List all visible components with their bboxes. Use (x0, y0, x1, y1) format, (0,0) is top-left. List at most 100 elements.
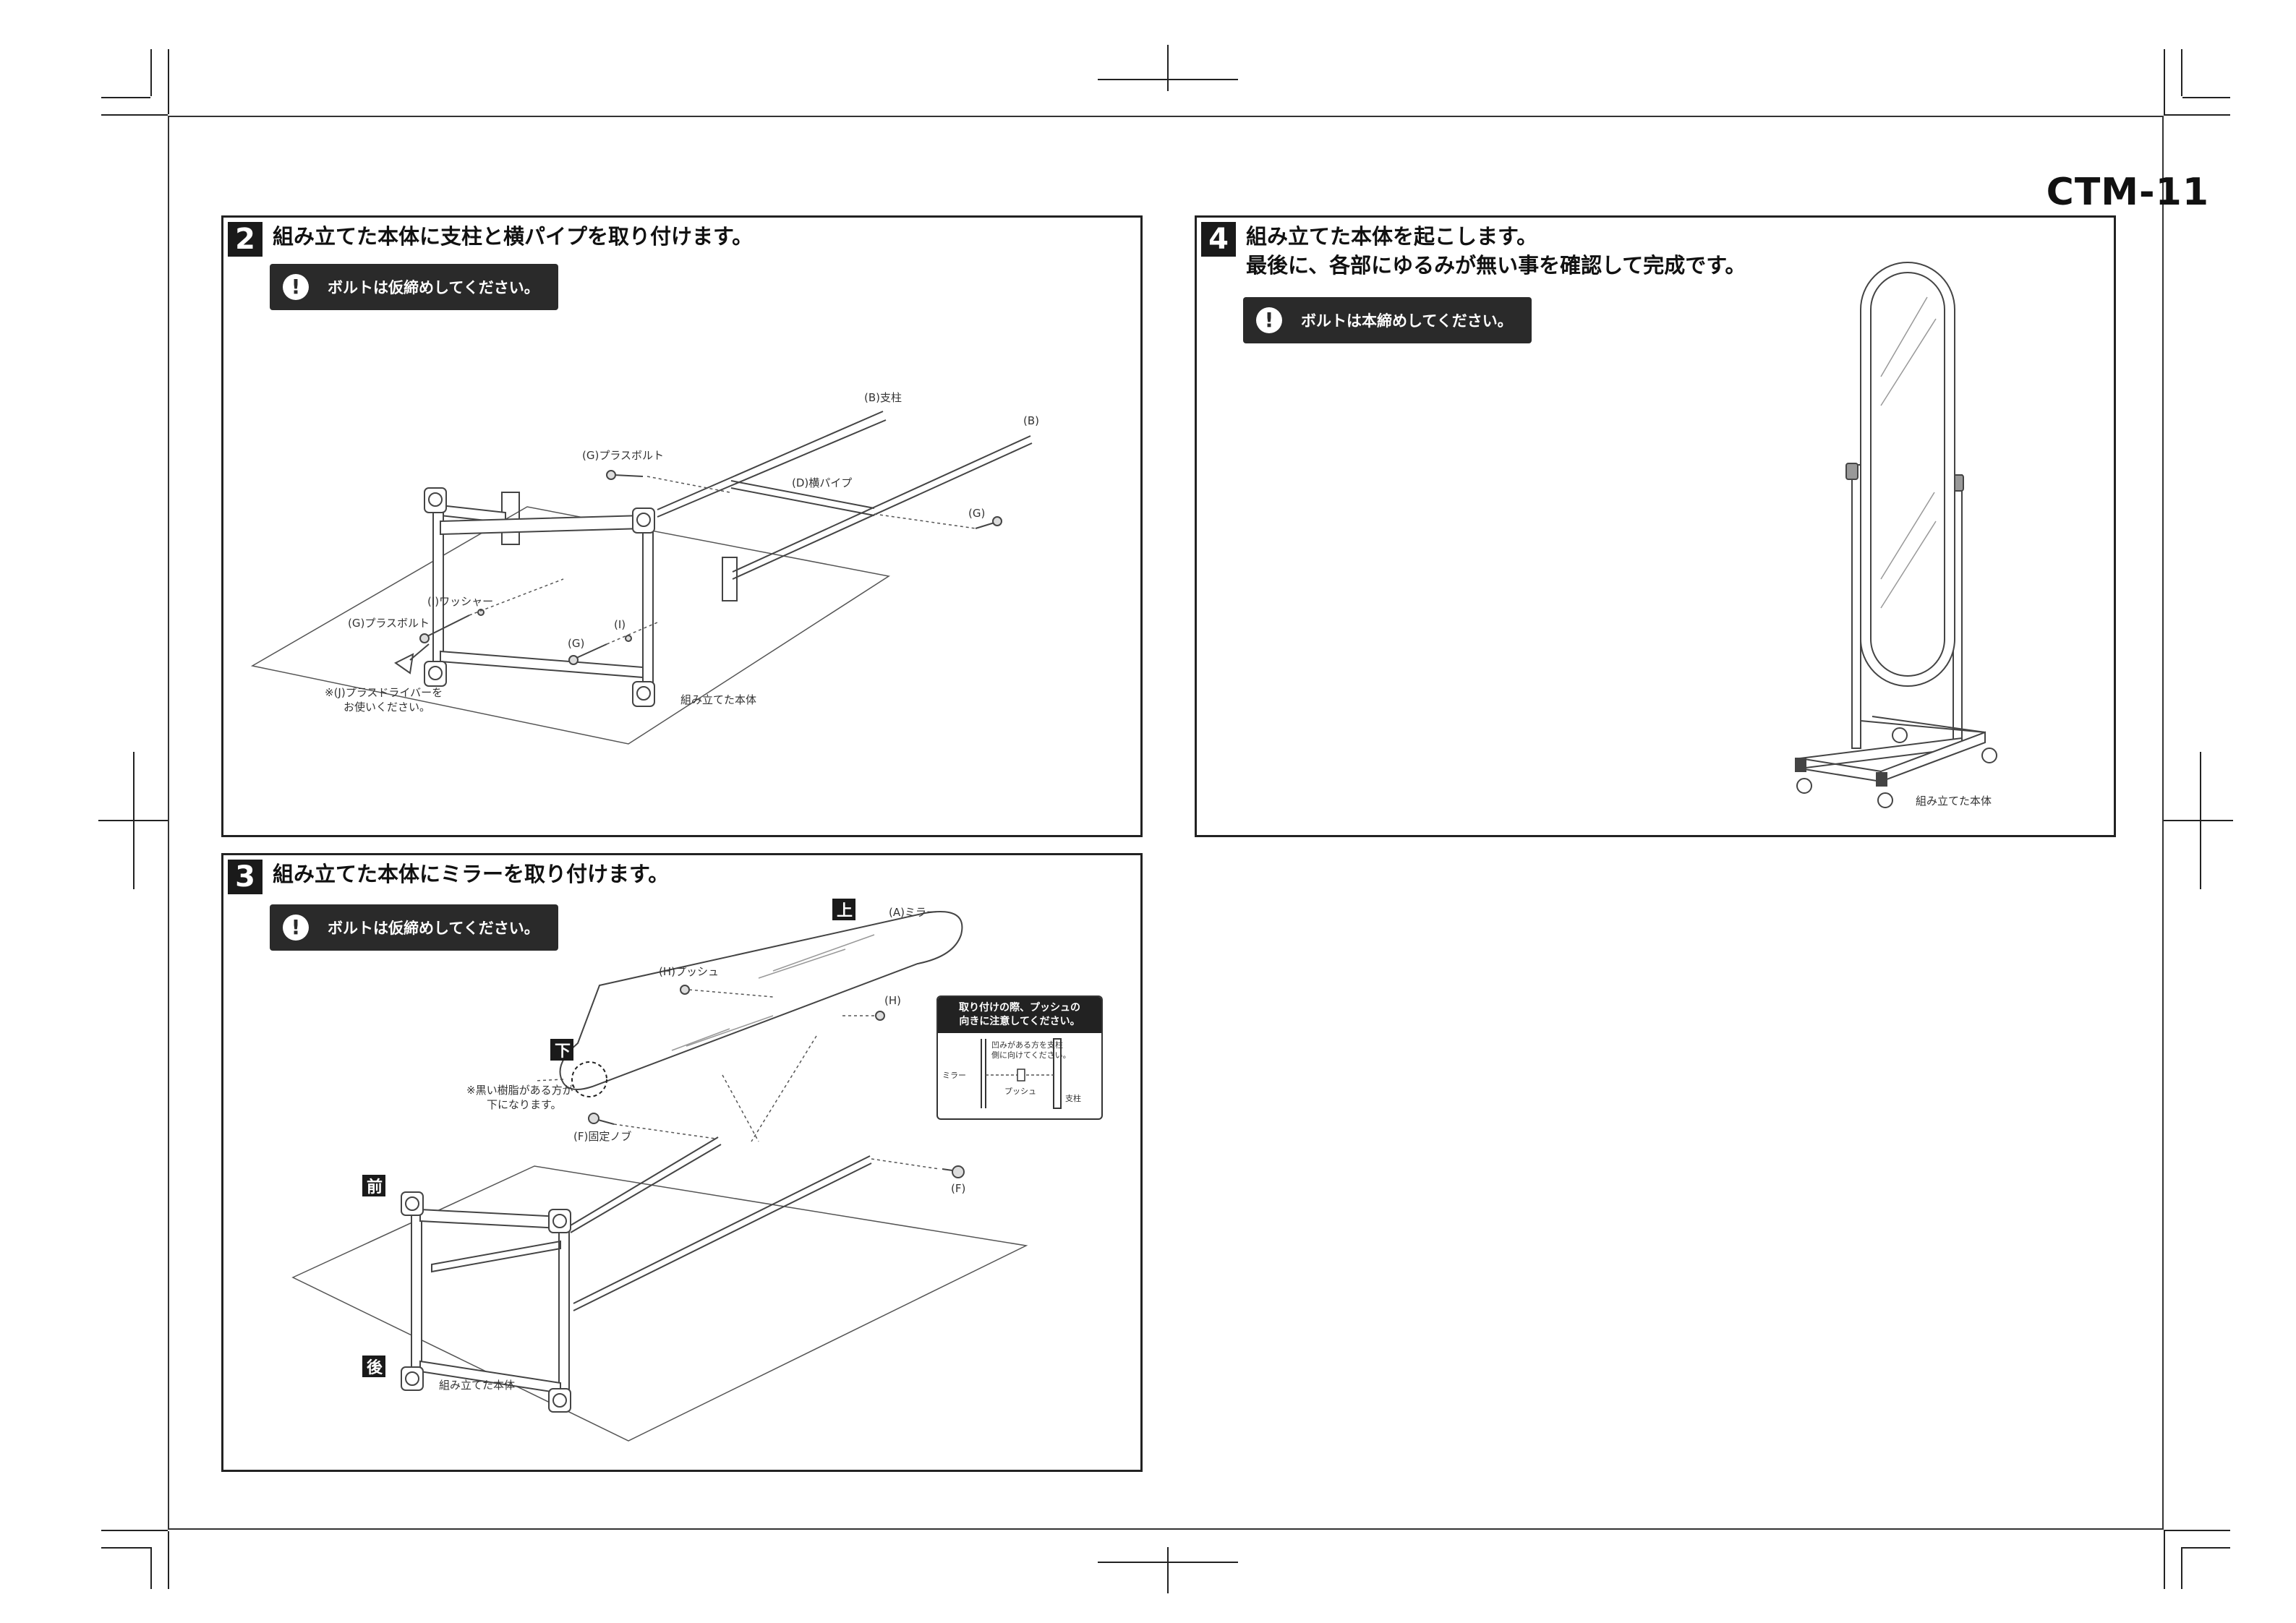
step-title: 組み立てた本体に支柱と横パイプを取り付けます。 (273, 224, 754, 249)
label-f-knob: (F)固定ノブ (573, 1130, 631, 1143)
assembled-frame (401, 1191, 571, 1413)
inset-post-label: 支柱 (1065, 1093, 1081, 1103)
caution-text: ボルトは仮締めしてください。 (328, 279, 539, 296)
label-i: (I) (614, 618, 626, 631)
inset-diagram: 凹みがある方を支柱 側に向けてください。 ミラー プッシュ 支柱 (942, 1038, 1081, 1109)
label-note-1: ※(J)プラスドライバーを (325, 686, 443, 699)
crop-mark (101, 1530, 168, 1531)
back-badge-label: 後 (367, 1358, 383, 1377)
registration-mark (1167, 1547, 1169, 1593)
exclamation-icon: ! (283, 915, 309, 941)
inset-title-1: 取り付けの際、プッシュの (959, 1002, 1080, 1014)
label-i-washer: (I)ワッシャー (427, 595, 493, 608)
registration-mark (1167, 45, 1169, 91)
label-g-bolt-top: (G)プラスボルト (582, 449, 664, 462)
caution-text: ボルトは仮締めしてください。 (328, 920, 539, 937)
crop-mark (101, 97, 150, 98)
label-b-post: (B)支柱 (864, 391, 902, 404)
back-badge (362, 1356, 385, 1377)
step-number: 3 (228, 860, 263, 894)
label-body: 組み立てた本体 (439, 1379, 515, 1392)
step-2-illustration: (B)支柱 (B) (G)プラスボルト (D)横パイプ (G) (I)ワッシャー… (250, 391, 1039, 745)
posts-and-pipe (657, 411, 1033, 580)
mirror (559, 911, 963, 1090)
page-border (168, 116, 2164, 1530)
guide-lines (534, 989, 940, 1170)
label-body: 組み立てた本体 (1916, 795, 1992, 808)
standing-mirror (1795, 262, 1997, 808)
crop-mark (150, 49, 152, 96)
inset-title-2: 向きに注意してください。 (959, 1016, 1080, 1027)
front-badge-label: 前 (367, 1178, 383, 1196)
registration-mark (1098, 79, 1238, 80)
registration-mark (98, 820, 168, 821)
crop-mark (2164, 1530, 2230, 1531)
step-number: 2 (228, 222, 263, 257)
crop-mark (2181, 1547, 2182, 1589)
crop-mark (2182, 97, 2230, 98)
step-title: 組み立てた本体を起こします。 最後に、各部にゆるみが無い事を確認して完成です。 (1246, 222, 1746, 280)
label-f: (F) (951, 1182, 965, 1195)
model-number: CTM-11 (2046, 171, 2209, 214)
top-badge-label: 上 (837, 902, 853, 920)
step-2-panel: 2 組み立てた本体に支柱と横パイプを取り付けます。 ! ボルトは仮締めしてくださ… (221, 215, 1143, 837)
caution-box: ! ボルトは本締めしてください。 (1243, 297, 1532, 343)
step-3-illustration: 上 下 前 後 (A)ミラー (H)プッシュ (H) ※黒い樹脂がある方が 下に… (291, 899, 1028, 1442)
registration-mark (2164, 820, 2233, 821)
step-number: 4 (1201, 222, 1236, 257)
crop-mark (2164, 114, 2230, 116)
inset-header: 取り付けの際、プッシュの 向きに注意してください。 (938, 997, 1101, 1033)
step-3-header: 3 組み立てた本体にミラーを取り付けます。 (223, 855, 669, 894)
crop-mark (2182, 1547, 2230, 1549)
label-h-push: (H)プッシュ (659, 965, 719, 978)
exclamation-icon: ! (1256, 307, 1282, 333)
caution-box: ! ボルトは仮締めしてください。 (270, 904, 558, 951)
inset-push-label: プッシュ (1004, 1087, 1036, 1096)
label-note-2: 下になります。 (487, 1098, 562, 1111)
step-3-panel: 3 組み立てた本体にミラーを取り付けます。 ! ボルトは仮締めしてください。 (221, 853, 1143, 1472)
bottom-badge (550, 1039, 573, 1061)
crop-mark (2181, 49, 2182, 96)
assembled-frame (424, 487, 738, 707)
guide-lines (469, 476, 976, 645)
crop-mark (150, 1547, 152, 1589)
crop-mark (168, 49, 169, 114)
label-b: (B) (1023, 414, 1039, 427)
inset-mirror-label: ミラー (942, 1071, 966, 1080)
label-d-pipe: (D)横パイプ (792, 476, 852, 489)
label-a-mirror: (A)ミラー (889, 906, 937, 919)
step-4-panel: 4 組み立てた本体を起こします。 最後に、各部にゆるみが無い事を確認して完成です… (1195, 215, 2116, 837)
crop-mark (168, 1531, 169, 1589)
step-4-header: 4 組み立てた本体を起こします。 最後に、各部にゆるみが無い事を確認して完成です… (1197, 218, 1746, 280)
caution-box: ! ボルトは仮締めしてください。 (270, 264, 558, 310)
label-g-right: (G) (968, 507, 985, 520)
exclamation-icon: ! (283, 274, 309, 300)
top-badge (832, 899, 855, 920)
step-title-line-1: 組み立てた本体を起こします。 (1246, 224, 1538, 249)
front-badge (362, 1175, 385, 1196)
inset-note-2: 側に向けてください。 (991, 1050, 1071, 1060)
label-h: (H) (884, 994, 901, 1007)
step-title-line-2: 最後に、各部にゆるみが無い事を確認して完成です。 (1246, 253, 1746, 278)
registration-mark (1098, 1562, 1238, 1563)
crop-mark (101, 1547, 150, 1549)
parts (588, 985, 965, 1178)
label-note-1: ※黒い樹脂がある方が (466, 1084, 573, 1097)
push-orientation-inset: 取り付けの際、プッシュの 向きに注意してください。 凹みがある方を支柱 側に向け… (936, 995, 1103, 1120)
step-4-illustration: 組み立てた本体 (1795, 262, 1997, 808)
inset-note-1: 凹みがある方を支柱 (991, 1040, 1063, 1050)
label-g-bolt-left: (G)プラスボルト (348, 617, 430, 630)
bottom-badge-label: 下 (555, 1042, 571, 1061)
caution-text: ボルトは本締めしてください。 (1301, 312, 1513, 330)
posts (570, 1136, 872, 1311)
step-2-header: 2 組み立てた本体に支柱と横パイプを取り付けます。 (223, 218, 753, 257)
bolts (419, 470, 1002, 665)
crop-mark (101, 114, 168, 116)
label-body: 組み立てた本体 (680, 693, 756, 706)
label-g-center: (G) (568, 637, 584, 650)
screwdriver-icon (394, 643, 430, 675)
step-title: 組み立てた本体にミラーを取り付けます。 (273, 862, 670, 886)
resin-marker (571, 1061, 607, 1097)
crop-mark (2164, 49, 2165, 114)
label-note-2: お使いください。 (343, 701, 430, 714)
